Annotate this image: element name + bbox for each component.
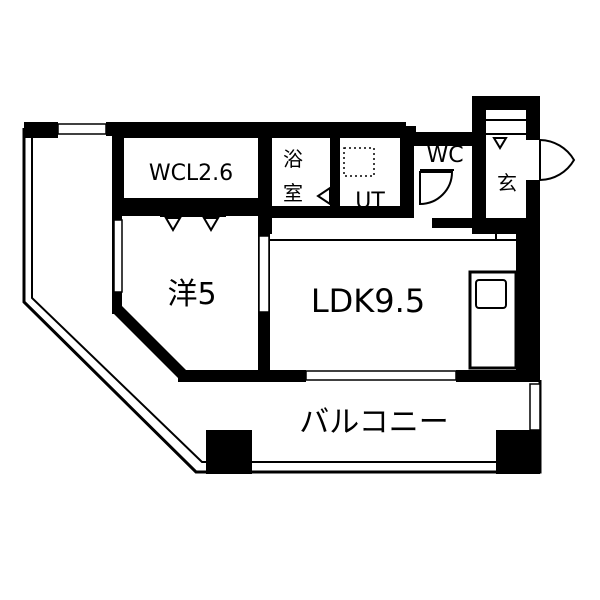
balcony-railing-inner bbox=[31, 138, 498, 463]
wcl-west-wall bbox=[112, 122, 124, 214]
entrance-label: 玄 bbox=[497, 171, 517, 195]
washing-machine-space bbox=[343, 147, 375, 177]
western-room-label: 洋5 bbox=[167, 277, 216, 312]
western-room-window bbox=[113, 219, 123, 293]
north-window bbox=[57, 123, 107, 135]
entrance-step-marker bbox=[492, 137, 508, 150]
wc-east-wall bbox=[472, 96, 486, 232]
balcony-rail-east bbox=[529, 383, 541, 431]
ldk-window bbox=[305, 370, 457, 381]
north-wall-segment bbox=[106, 122, 406, 136]
wc-door-swing bbox=[419, 171, 454, 206]
wcl-label: WCL2.6 bbox=[149, 161, 233, 186]
corner-column-nw bbox=[24, 122, 58, 138]
balcony-railing bbox=[22, 128, 542, 474]
wcl-east-wall bbox=[258, 122, 272, 234]
wc-north-wall bbox=[410, 132, 476, 146]
entrance-door-swing bbox=[539, 138, 576, 182]
entrance-east-wall bbox=[526, 96, 540, 140]
ldk-east-wall bbox=[516, 234, 540, 382]
balcony-column-east bbox=[496, 430, 540, 474]
kitchen-sink bbox=[475, 279, 507, 309]
western-room-south-wall bbox=[178, 370, 306, 382]
western-room-diagonal-wall bbox=[112, 306, 186, 380]
entrance-north-wall bbox=[472, 96, 540, 110]
wc-label: WC bbox=[426, 143, 463, 168]
ldk-label: LDK9.5 bbox=[311, 282, 425, 320]
partition-opening bbox=[258, 235, 270, 313]
wcl-door-marker-right bbox=[202, 217, 220, 232]
hall-wall bbox=[432, 218, 494, 228]
bath-label-line2: 室 bbox=[283, 181, 303, 205]
bath-label-line1: 浴 bbox=[283, 147, 303, 171]
bath-south-wall bbox=[270, 206, 408, 218]
balcony-label: バルコニー bbox=[299, 405, 448, 440]
ut-east-wall bbox=[400, 132, 414, 218]
bath-ut-partition bbox=[330, 132, 340, 214]
bath-door-marker bbox=[316, 186, 331, 206]
kitchen-counter bbox=[468, 270, 518, 370]
ut-label: UT bbox=[355, 189, 385, 214]
balcony-column-west bbox=[206, 430, 252, 474]
wcl-south-wall bbox=[118, 198, 264, 216]
wcl-door-marker-left bbox=[164, 217, 182, 232]
